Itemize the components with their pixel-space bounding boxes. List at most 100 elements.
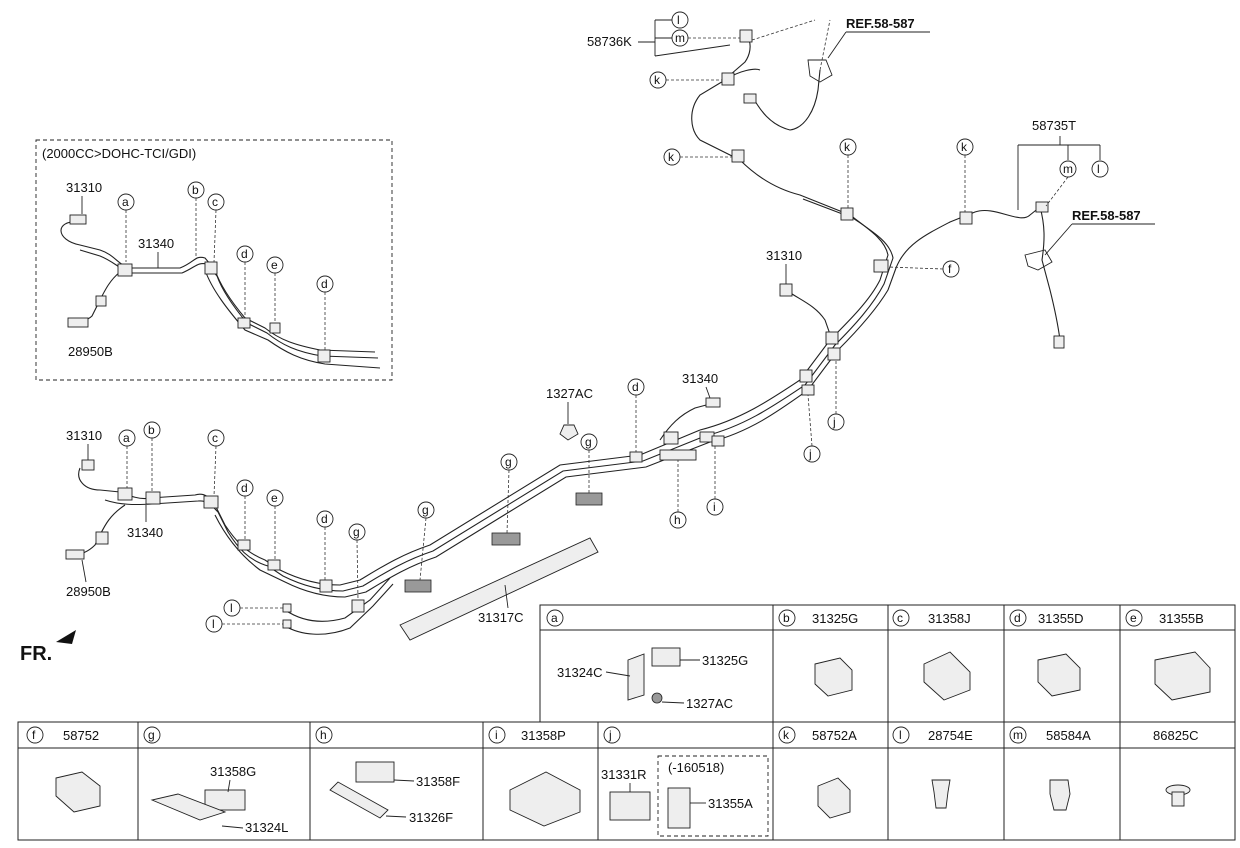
- grommet-58584a-icon: [1049, 779, 1071, 811]
- clip-31325g-icon: [651, 647, 681, 667]
- inset-box: (2000CC>DOHC-TCI/GDI) 31310 a b c 31340 …: [35, 139, 393, 381]
- clip-31358f-icon: [355, 761, 395, 783]
- callout-d2: d: [321, 512, 328, 526]
- bracket-31324l-icon: [150, 793, 227, 821]
- legend-letter-l: l: [899, 728, 902, 742]
- legend-letter-c: c: [897, 611, 903, 625]
- callout-k3: k: [844, 140, 851, 154]
- callout-g3: g: [505, 455, 512, 469]
- rear-hoses: 58736K l m REF.58-587 k k k k f 58735T m…: [587, 11, 1155, 463]
- callout-k4: k: [961, 140, 968, 154]
- clip-31358j-icon: [923, 651, 971, 701]
- bracket-31324c-icon: [627, 653, 645, 701]
- grommet-28754e-icon: [931, 779, 951, 809]
- callout-l1: l: [230, 601, 233, 615]
- inset-callout-e: e: [271, 258, 278, 272]
- legend-letter-b: b: [783, 611, 790, 625]
- main-pipes: 31310 a b c 31340 28950B d e d g g g g 1…: [20, 371, 725, 665]
- inset-label-31340: 31340: [138, 236, 174, 251]
- legend-letter-e: e: [1130, 611, 1137, 625]
- ref-label-2: REF.58-587: [1072, 208, 1141, 223]
- clip-31355a-icon: [667, 787, 691, 829]
- callout-l2: l: [212, 617, 215, 631]
- callout-g1: g: [353, 525, 360, 539]
- legend-a-sub2: 31325G: [702, 653, 748, 668]
- callout-m-right: m: [1063, 162, 1073, 176]
- legend-g-sub1: 31358G: [210, 764, 256, 779]
- label-31310-rear: 31310: [766, 248, 802, 263]
- legend-letter-d: d: [1014, 611, 1021, 625]
- clip-31331r-icon: [609, 791, 651, 821]
- label-28950B-front: 28950B: [66, 584, 111, 599]
- callout-k1: k: [654, 73, 661, 87]
- legend-part-d: 31355D: [1038, 611, 1084, 626]
- legend-h-sub1: 31358F: [416, 774, 460, 789]
- legend-part-i: 31358P: [521, 728, 566, 743]
- orientation-label: FR.: [20, 643, 52, 665]
- label-31340-rear: 31340: [682, 371, 718, 386]
- clip-31355b-icon: [1154, 651, 1211, 701]
- callout-m-top: m: [675, 31, 685, 45]
- callout-c: c: [212, 431, 218, 445]
- legend-a-sub1: 31324C: [557, 665, 603, 680]
- legend-part-f: 58752: [63, 728, 99, 743]
- legend-h-sub2: 31326F: [409, 810, 453, 825]
- callout-i: i: [713, 500, 716, 514]
- nut-1327ac-icon: [651, 692, 663, 704]
- label-1327AC: 1327AC: [546, 386, 593, 401]
- legend-part-m: 58584A: [1046, 728, 1091, 743]
- callout-l-right: l: [1097, 162, 1100, 176]
- label-31310-front: 31310: [66, 428, 102, 443]
- legend-a-sub3: 1327AC: [686, 696, 733, 711]
- clip-31325g-legend-icon: [814, 657, 853, 697]
- inset-callout-a: a: [122, 195, 129, 209]
- clip-31355d-icon: [1037, 653, 1081, 697]
- legend-part-k: 58752A: [812, 728, 857, 743]
- legend-table: a b 31325G c 31358J d 31355D e 31355B f …: [17, 604, 1236, 841]
- inset-label-31310: 31310: [66, 180, 102, 195]
- legend-letter-k: k: [783, 728, 790, 742]
- callout-j1: j: [832, 415, 836, 429]
- label-31317C: 31317C: [478, 610, 524, 625]
- callout-b: b: [148, 423, 155, 437]
- callout-g2: g: [422, 503, 429, 517]
- clip-31358p-icon: [509, 771, 581, 827]
- inset-callout-d1: d: [241, 247, 248, 261]
- callout-d1: d: [241, 481, 248, 495]
- label-58735T: 58735T: [1032, 118, 1076, 133]
- legend-letter-g: g: [148, 728, 155, 742]
- clip-58752-icon: [55, 771, 101, 813]
- callout-a: a: [123, 431, 130, 445]
- inset-callout-b: b: [192, 183, 199, 197]
- callout-e: e: [271, 491, 278, 505]
- legend-part-86825C: 86825C: [1153, 728, 1199, 743]
- legend-letter-i: i: [495, 728, 498, 742]
- legend-j-note: (-160518): [668, 760, 724, 775]
- label-31340-front: 31340: [127, 525, 163, 540]
- legend-part-e: 31355B: [1159, 611, 1204, 626]
- legend-letter-a: a: [551, 611, 558, 625]
- label-58736K: 58736K: [587, 34, 632, 49]
- inset-label-28950B: 28950B: [68, 344, 113, 359]
- legend-letter-f: f: [32, 728, 36, 742]
- legend-letter-m: m: [1013, 728, 1023, 742]
- callout-d3: d: [632, 380, 639, 394]
- inset-callout-d2: d: [321, 277, 328, 291]
- legend-part-c: 31358J: [928, 611, 971, 626]
- callout-h: h: [674, 513, 681, 527]
- legend-j-sub1: 31331R: [601, 767, 647, 782]
- inset-title: (2000CC>DOHC-TCI/GDI): [42, 146, 196, 161]
- front-arrow-icon: [56, 630, 76, 644]
- legend-part-b: 31325G: [812, 611, 858, 626]
- legend-g-sub2: 31324L: [245, 820, 288, 835]
- legend-part-l: 28754E: [928, 728, 973, 743]
- legend-letter-h: h: [320, 728, 327, 742]
- callout-k2: k: [668, 150, 675, 164]
- bracket-31326f-icon: [329, 781, 389, 819]
- callout-j2: j: [808, 447, 812, 461]
- inset-callout-c: c: [212, 195, 218, 209]
- callout-f: f: [948, 262, 952, 276]
- clip-58752a-icon: [817, 777, 851, 819]
- clip-31358g-icon: [204, 789, 246, 811]
